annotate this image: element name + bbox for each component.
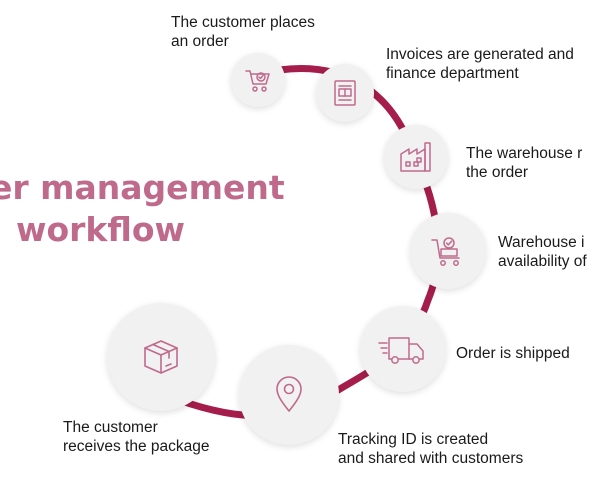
step-node-tracking-id bbox=[239, 345, 339, 445]
step-node-order-shipped bbox=[360, 306, 446, 392]
cart-check-icon bbox=[431, 237, 460, 266]
invoice-icon bbox=[334, 80, 356, 106]
diagram-title-line-1: er management bbox=[0, 168, 285, 207]
package-box-icon bbox=[144, 340, 178, 374]
step-node-warehouse-availability bbox=[410, 213, 486, 289]
step-label-customer-order: The customer places an order bbox=[171, 14, 315, 50]
step-node-customer-order bbox=[231, 53, 285, 107]
step-label-order-shipped: Order is shipped bbox=[456, 345, 570, 362]
step-node-warehouse-receives bbox=[384, 125, 448, 189]
step-label-invoice: Invoices are generated and finance depar… bbox=[386, 46, 574, 82]
step-node-invoice bbox=[316, 64, 374, 122]
step-node-package-received bbox=[107, 303, 215, 411]
step-label-warehouse-receives: The warehouse r the order bbox=[466, 145, 583, 181]
step-label-warehouse-availability: Warehouse i availability of bbox=[498, 234, 587, 270]
delivery-truck-icon bbox=[378, 337, 424, 364]
diagram-title-line-2: workflow bbox=[16, 210, 185, 249]
factory-icon bbox=[400, 142, 431, 172]
shopping-cart-icon bbox=[245, 70, 270, 92]
step-label-tracking-id: Tracking ID is created and shared with c… bbox=[338, 431, 524, 467]
step-label-package-received: The customer receives the package bbox=[63, 419, 210, 455]
location-pin-icon bbox=[276, 376, 302, 412]
